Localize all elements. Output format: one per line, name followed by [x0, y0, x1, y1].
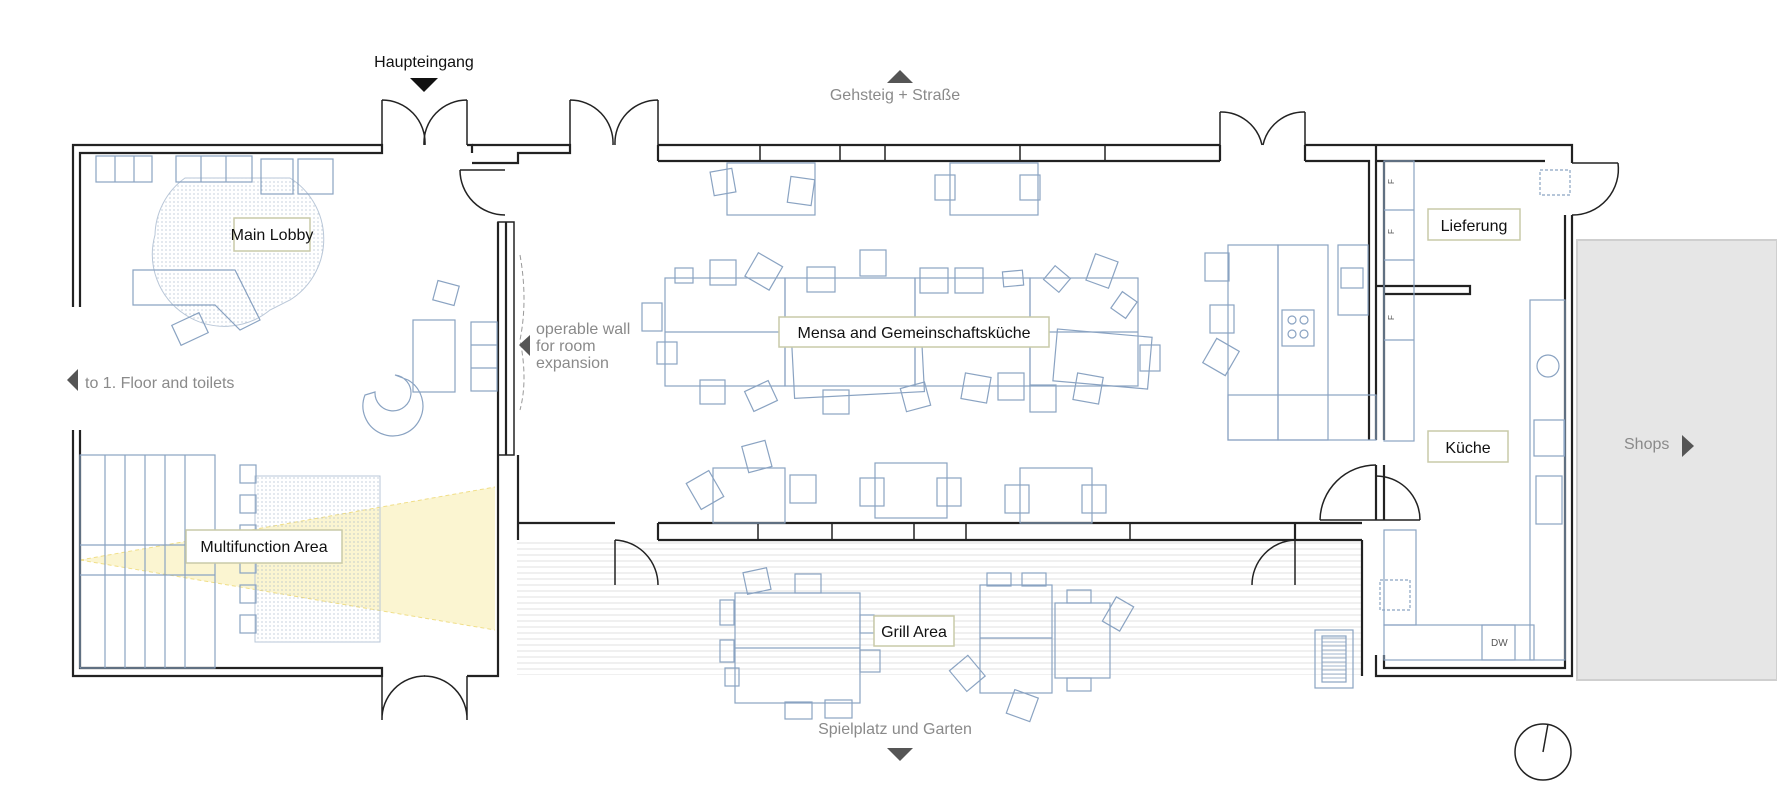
operable-wall-line-3: expansion	[536, 355, 609, 372]
operable-wall-line-2: for room	[536, 338, 596, 355]
floor-toilets-arrow-icon	[67, 369, 78, 391]
room-label-mensa: Mensa and Gemeinschaftsküche	[797, 325, 1030, 342]
fridge-mark-3: F	[1387, 315, 1396, 320]
shops-arrow-icon	[1682, 435, 1694, 457]
lobby-rug	[151, 177, 325, 327]
dishwasher-label: DW	[1491, 638, 1508, 649]
garden-arrow-icon	[887, 748, 913, 761]
street-arrow-icon	[887, 70, 913, 83]
floor-toilets-label: to 1. Floor and toilets	[85, 375, 234, 392]
terrace-deck	[517, 540, 1362, 675]
room-label-grill: Grill Area	[881, 624, 947, 641]
window-mullions	[757, 145, 1131, 540]
main-entrance-arrow-icon	[410, 78, 438, 92]
street-label: Gehsteig + Straße	[830, 87, 960, 104]
main-entrance-label: Haupteingang	[374, 54, 474, 71]
shops-label: Shops	[1624, 436, 1669, 453]
room-label-kueche: Küche	[1445, 440, 1490, 457]
doors	[381, 99, 1620, 721]
operable-wall	[519, 254, 525, 411]
operable-wall-arrow-icon	[519, 335, 530, 356]
room-label-main-lobby: Main Lobby	[231, 227, 314, 244]
operable-wall-line-1: operable wall	[536, 321, 630, 338]
room-label-lieferung: Lieferung	[1441, 218, 1508, 235]
fridge-mark-2: F	[1387, 229, 1396, 234]
fridge-mark-1: F	[1387, 179, 1396, 184]
garden-label: Spielplatz und Garten	[818, 721, 972, 738]
walls	[71, 143, 1574, 678]
lobby-partition	[497, 221, 515, 456]
room-labels	[185, 208, 1521, 647]
shops-area	[1576, 239, 1777, 681]
fridge-markers: F F F	[1387, 179, 1396, 320]
room-label-multifunction: Multifunction Area	[200, 539, 327, 556]
compass-icon	[1514, 723, 1572, 781]
